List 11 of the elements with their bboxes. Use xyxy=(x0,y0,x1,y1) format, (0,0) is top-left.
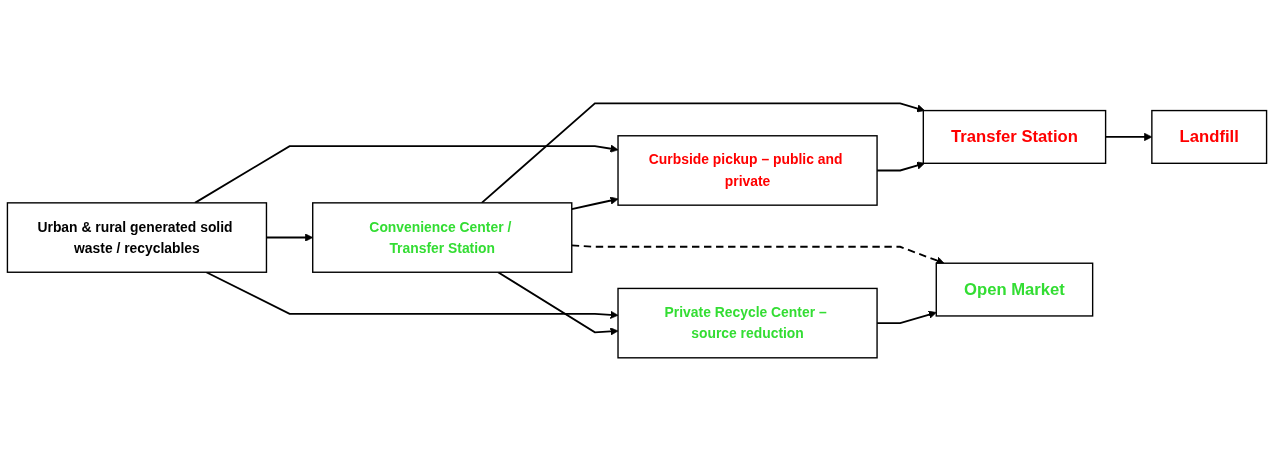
arrow xyxy=(205,271,619,319)
arrow xyxy=(497,271,619,336)
node-box: Curbside pickup – public and private xyxy=(617,134,878,206)
node-box: Convenience Center / Transfer Station xyxy=(312,202,573,273)
arrow xyxy=(194,144,619,204)
arrow xyxy=(480,102,925,204)
node-box: Transfer Station xyxy=(922,109,1107,164)
node-box: Urban & rural generated solid waste / recyclables xyxy=(6,202,268,273)
node-box: Open Market xyxy=(935,262,1094,317)
node-box: Private Recycle Center – source reduction xyxy=(617,287,878,359)
node-box: Landfill xyxy=(1151,109,1268,164)
